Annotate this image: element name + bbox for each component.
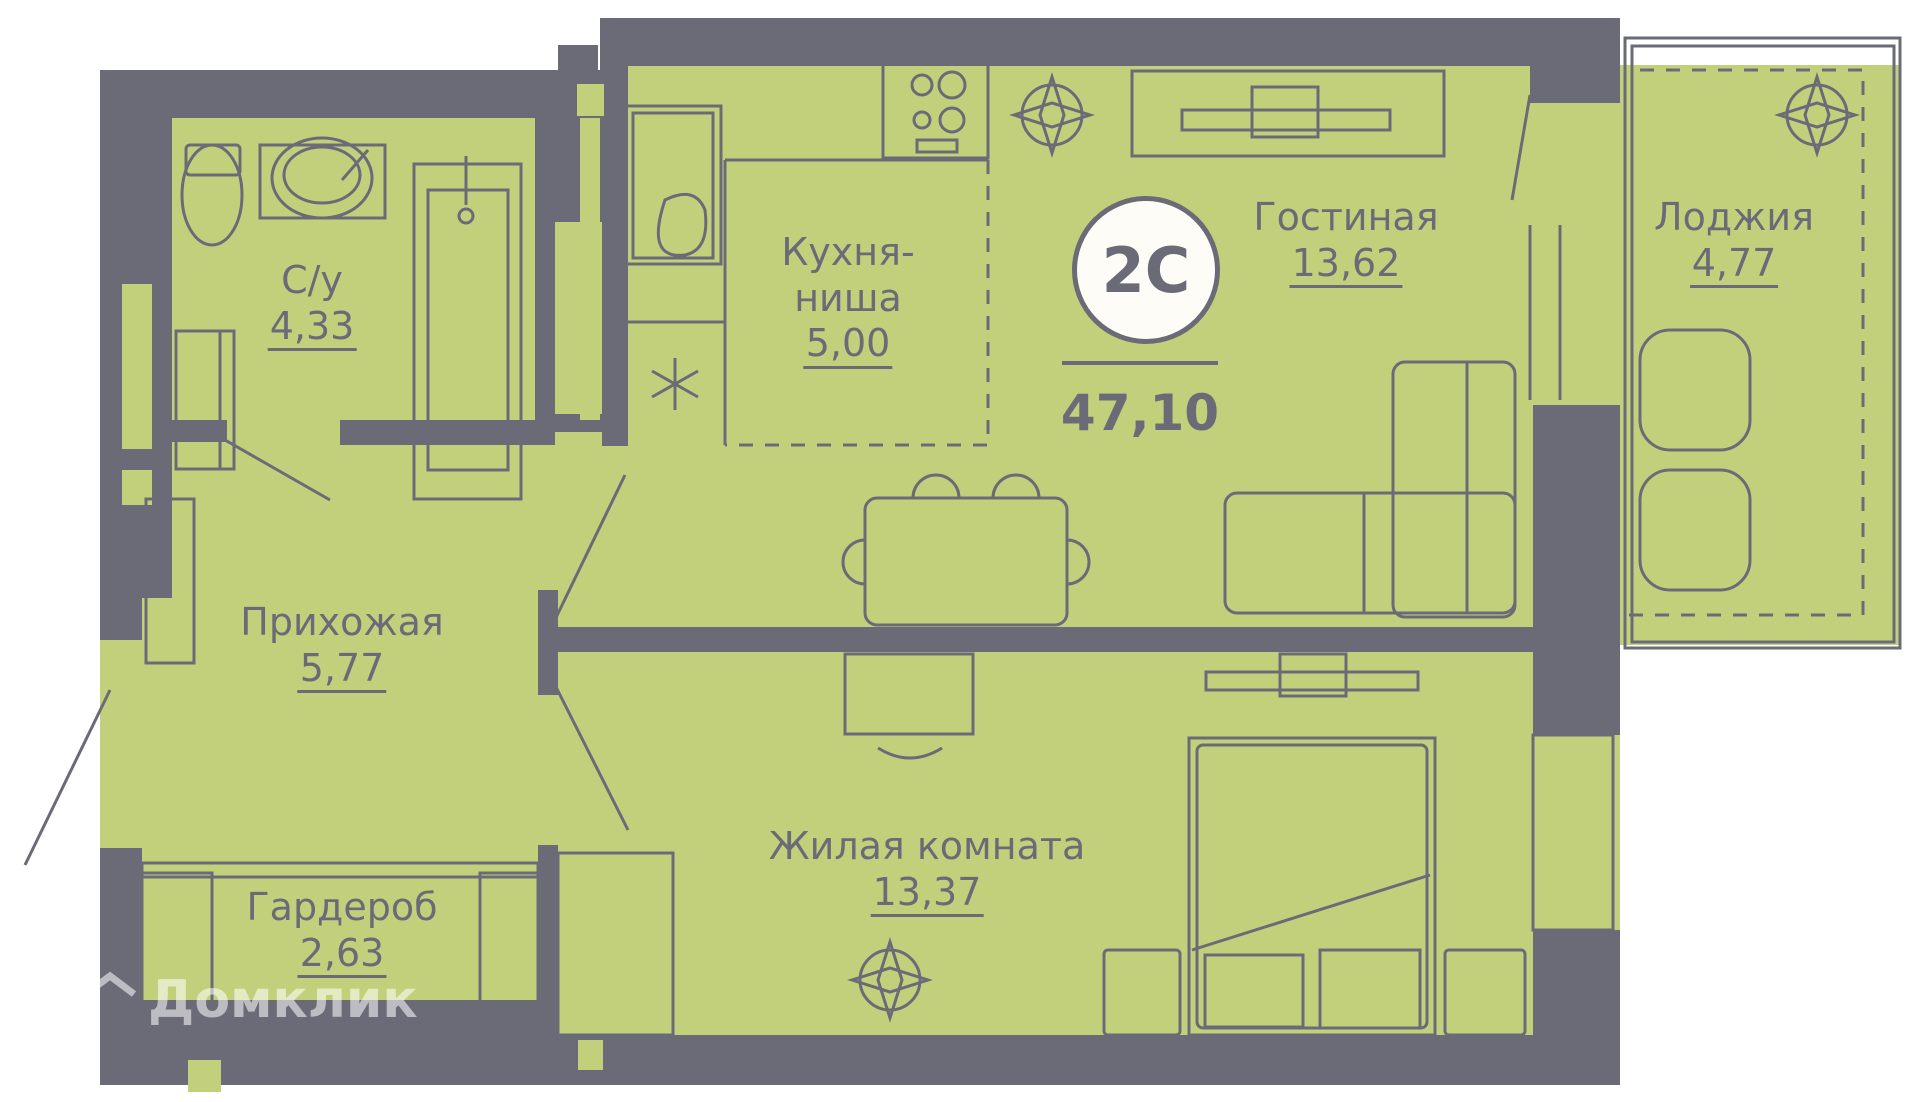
room-name: Гостиная (1253, 195, 1439, 239)
room-name: С/у (281, 258, 343, 302)
fridge-snowflake-icon (651, 358, 699, 410)
room-area: 13,37 (870, 870, 984, 918)
desk-icon (843, 652, 975, 760)
double-bed-icon (1187, 736, 1437, 1037)
room-name: Жилая комната (768, 824, 1086, 868)
sink-icon (624, 104, 723, 266)
room-name: Гардероб (246, 885, 438, 929)
room-label-bedroom: Жилая комната 13,37 (768, 824, 1086, 918)
tv-stand-icon (1204, 652, 1420, 698)
watermark-text: Домклик (148, 970, 418, 1030)
washing-machine-icon (174, 329, 236, 471)
room-label-hallway: Прихожая 5,77 (240, 600, 444, 694)
total-area: 47,10 (1060, 384, 1220, 442)
armchair-icon (1638, 328, 1752, 592)
plant-icon (1774, 72, 1860, 158)
room-label-living: Гостиная 13,62 (1253, 195, 1439, 289)
room-label-loggia: Лоджия 4,77 (1654, 195, 1814, 289)
dining-table-icon (841, 473, 1091, 627)
room-area: 13,62 (1289, 241, 1403, 289)
room-area: 4,33 (267, 304, 357, 352)
plant-icons (847, 72, 1860, 1023)
apartment-type-badge: 2С (1072, 196, 1220, 344)
room-label-bathroom: С/у 4,33 (267, 258, 357, 352)
bathtub-icon (412, 156, 523, 501)
room-name: Лоджия (1654, 195, 1814, 239)
plant-icon (847, 937, 933, 1023)
room-name-line1: Кухня- (781, 230, 915, 274)
wall-niches (122, 84, 604, 1092)
room-label-wardrobe: Гардероб 2,63 (246, 885, 438, 979)
room-area: 5,77 (297, 646, 387, 694)
furniture (23, 36, 1902, 1037)
washbasin-icon (258, 136, 387, 220)
tv-unit-icon (1130, 69, 1446, 158)
room-name: Прихожая (240, 600, 444, 644)
room-name-line2: ниша (794, 275, 902, 320)
shoe-rack-icon (144, 497, 196, 665)
stove-icon (881, 58, 990, 160)
room-area: 4,77 (1689, 241, 1779, 289)
room-area: 2,63 (297, 931, 387, 979)
room-label-kitchen: Кухня- ниша 5,00 (781, 230, 915, 369)
plant-icon (1009, 72, 1095, 158)
room-area: 5,00 (803, 321, 893, 369)
walls (100, 18, 1620, 1085)
total-area-divider (1062, 361, 1218, 365)
house-icon (82, 971, 137, 1026)
apartment-type: 2С (1101, 233, 1191, 307)
watermark: Домклик (80, 970, 418, 1030)
floor-areas (100, 18, 1900, 1085)
corner-sofa-icon (1223, 360, 1517, 619)
toilet-icon (180, 143, 244, 247)
